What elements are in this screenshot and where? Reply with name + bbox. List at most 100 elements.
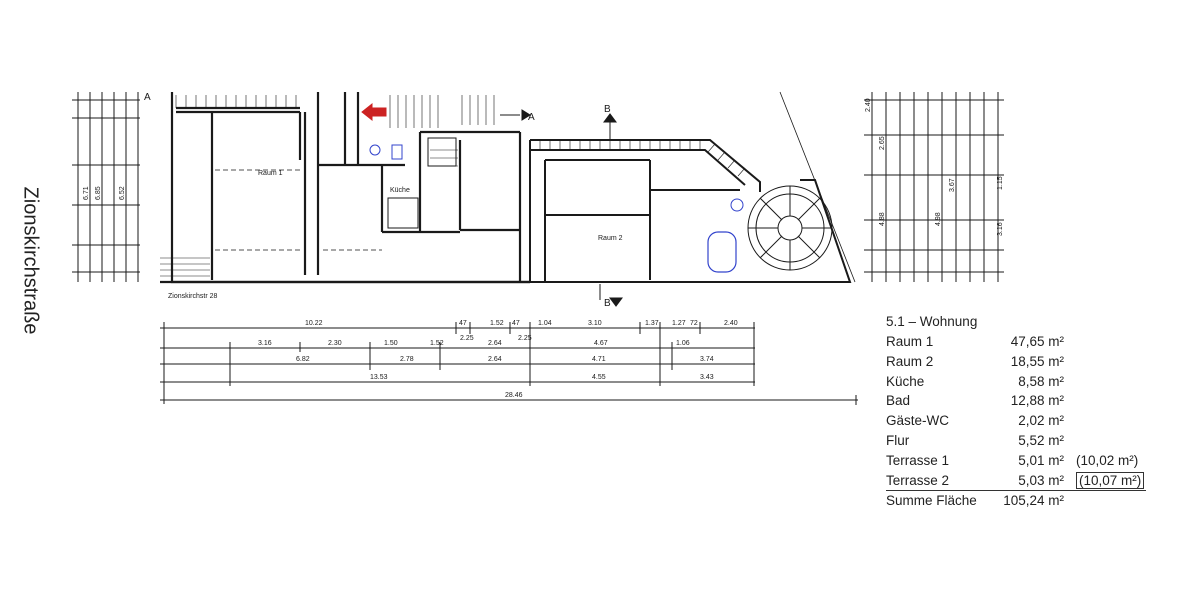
area-row: Gäste-WC 2,02 m² [886, 411, 1186, 431]
section-b-marker-label-top: B [604, 104, 611, 115]
section-b-marker-label-bottom: B [604, 298, 611, 309]
room-name: Flur [886, 432, 910, 448]
left-dim-1: 6.52 [119, 186, 126, 200]
room-area-gross: (10,02 m²) [1076, 452, 1139, 468]
dim-r2-7: 4.67 [594, 340, 608, 347]
section-marker-b-top [603, 113, 617, 140]
right-dim-1: 2.65 [879, 136, 886, 150]
dim-r1-2: 1.52 [490, 320, 504, 327]
area-row: Raum 2 18,55 m² [886, 352, 1186, 372]
left-dim-0: 6.85 [95, 186, 102, 200]
section-marker-a [500, 109, 531, 121]
beam-lines [215, 169, 382, 251]
room-area: 5,01 m² [1018, 452, 1064, 468]
area-schedule: 5.1 – Wohnung Raum 1 47,65 m² Raum 2 18,55 … [886, 312, 1186, 511]
room-area: 5,03 m² [1018, 472, 1064, 488]
address-label: Zionskirchstr 28 [168, 293, 218, 300]
dim-r1-0: 10.22 [305, 320, 323, 327]
room-area: 18,55 m² [1010, 353, 1064, 369]
bottom-dimension-lines [160, 322, 858, 405]
terrace-railing [539, 140, 746, 177]
dim-r1-1: 47 [459, 320, 467, 327]
section-a-marker-label: A [144, 92, 151, 103]
right-dim-5: 3.16 [997, 222, 1004, 236]
dim-r2-2: 1.50 [384, 340, 398, 347]
area-row: Bad 12,88 m² [886, 391, 1186, 411]
area-row: Küche 8,58 m² [886, 372, 1186, 392]
room-2-plan-label: Raum 2 [598, 235, 623, 242]
dim-r1-7: 1.27 [672, 320, 686, 327]
dim-r2-3: 1.52 [430, 340, 444, 347]
kitchen-counter [387, 197, 419, 229]
dim-r2-6: 2.25 [518, 335, 532, 342]
area-row: Terrasse 1 5,01 m² (10,02 m²) [886, 451, 1186, 471]
dim-r1-6: 1.37 [645, 320, 659, 327]
dim-r3-4: 3.74 [700, 356, 714, 363]
right-dim-0: 2.40 [865, 98, 872, 112]
room-area: 8,58 m² [1018, 373, 1064, 389]
total-label: Summe Fläche [886, 493, 977, 509]
room-area: 5,52 m² [1018, 432, 1064, 448]
area-rows: Raum 1 47,65 m² Raum 2 18,55 m² Küche 8,58 m²… [886, 332, 1186, 511]
room-area-gross: (10,07 m²) [1076, 471, 1145, 489]
sanitary-fixtures [369, 144, 744, 212]
dim-r2-5: 2.64 [488, 340, 502, 347]
dim-r3-1: 2.78 [400, 356, 414, 363]
room-name: Raum 2 [886, 353, 934, 369]
dim-r3-2: 2.64 [488, 356, 502, 363]
dim-r1-4: 1.04 [538, 320, 552, 327]
room-area: 12,88 m² [1010, 393, 1064, 409]
street-name: Zionskirchstraße [10, 160, 50, 360]
total-row: Summe Fläche 105,24 m² [886, 491, 1186, 511]
plan-geometry [72, 91, 1004, 405]
dim-r4-1: 4.55 [592, 374, 606, 381]
room-1-plan-label: Raum 1 [258, 170, 283, 177]
right-dim-3: 4.88 [879, 212, 886, 226]
unit-title: 5.1 – Wohnung [886, 314, 978, 329]
dim-r4-0: 13.53 [370, 374, 388, 381]
right-dim-6: 1.15 [997, 176, 1004, 190]
dim-r2-4: 2.25 [460, 335, 474, 342]
street-name-text: Zionskirchstraße [19, 186, 42, 334]
room-area: 2,02 m² [1018, 413, 1064, 429]
dim-r2-0: 3.16 [258, 340, 272, 347]
total-rule [886, 490, 1146, 492]
dim-r1-5: 3.10 [588, 320, 602, 327]
building-walls [160, 92, 530, 284]
right-wing-walls [529, 139, 852, 283]
room-area: 47,65 m² [1010, 334, 1064, 349]
property-line [779, 91, 856, 283]
dim-r3-0: 6.82 [296, 356, 310, 363]
kitchen-plan-label: Küche [390, 187, 410, 194]
dim-r1-3: 47 [512, 320, 520, 327]
dim-total: 28.46 [505, 392, 523, 399]
room-name: Bad [886, 393, 911, 409]
dim-r1-8: 72 [690, 320, 698, 327]
right-dimension-rails [864, 92, 1004, 282]
bathtub [707, 231, 737, 273]
section-a-marker-label-right: A [528, 112, 535, 123]
plan-text-labels: Zionskirchstr 28 Raum 1 Raum 2 Küche A A… [83, 92, 1004, 399]
dim-r2-1: 2.30 [328, 340, 342, 347]
area-row: Terrasse 2 5,03 m² (10,07 m²) [886, 471, 1186, 491]
total-area: 105,24 m² [1003, 493, 1064, 509]
right-dim-2: 3.67 [949, 178, 956, 192]
room-name: Küche [886, 373, 925, 389]
wall-hatching [160, 95, 495, 277]
section-marker-b-bottom [599, 284, 623, 307]
room-name: Raum 1 [886, 334, 934, 349]
room-name: Terrasse 2 [886, 472, 950, 488]
dim-r4-2: 3.43 [700, 374, 714, 381]
room-name: Gäste-WC [886, 413, 950, 429]
dim-r1-9: 2.40 [724, 320, 738, 327]
left-dimension-rails [72, 92, 140, 282]
area-row: Flur 5,52 m² [886, 431, 1186, 451]
entrance-arrow [361, 102, 387, 122]
room-name: Terrasse 1 [886, 452, 950, 468]
dim-r2-8: 1.06 [676, 340, 690, 347]
spiral-stair [747, 185, 833, 271]
area-row: Raum 1 47,65 m² [886, 332, 1186, 352]
dim-r3-3: 4.71 [592, 356, 606, 363]
right-dim-4: 4.98 [935, 212, 942, 226]
